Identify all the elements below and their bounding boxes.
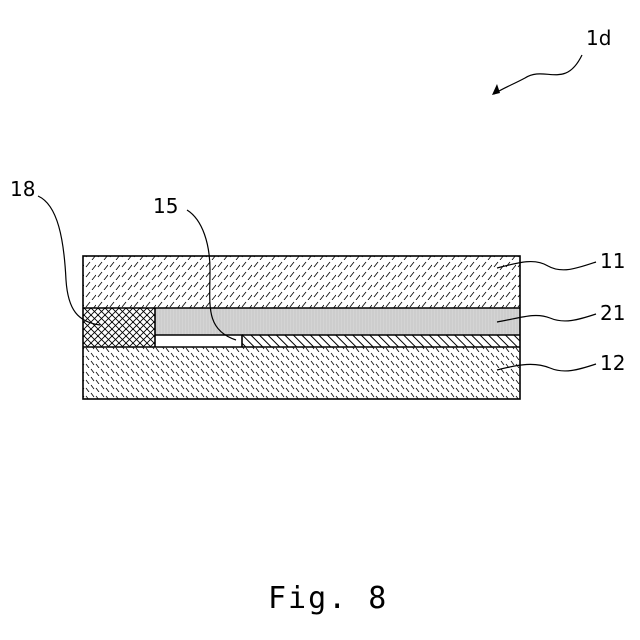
upper-substrate-label: 11 — [600, 249, 625, 273]
arrowhead-icon — [492, 84, 500, 95]
upper-substrate-layer — [83, 256, 520, 308]
middle-layer — [155, 308, 520, 335]
assembly-label: 1d — [586, 26, 611, 50]
thin-layer-label: 15 — [153, 194, 178, 218]
layer-stack — [83, 256, 520, 399]
lower-substrate-label: 12 — [600, 351, 625, 375]
thin-hatched-layer — [242, 335, 520, 347]
assembly-leader-curve — [494, 55, 582, 94]
lower-substrate-layer — [83, 347, 520, 399]
middle-layer-label: 21 — [600, 301, 625, 325]
assembly-reference: 1d — [492, 26, 611, 95]
sealing-part-block — [83, 308, 155, 347]
sealing-part-label: 18 — [10, 177, 35, 201]
figure-caption: Fig. 8 — [268, 581, 388, 616]
